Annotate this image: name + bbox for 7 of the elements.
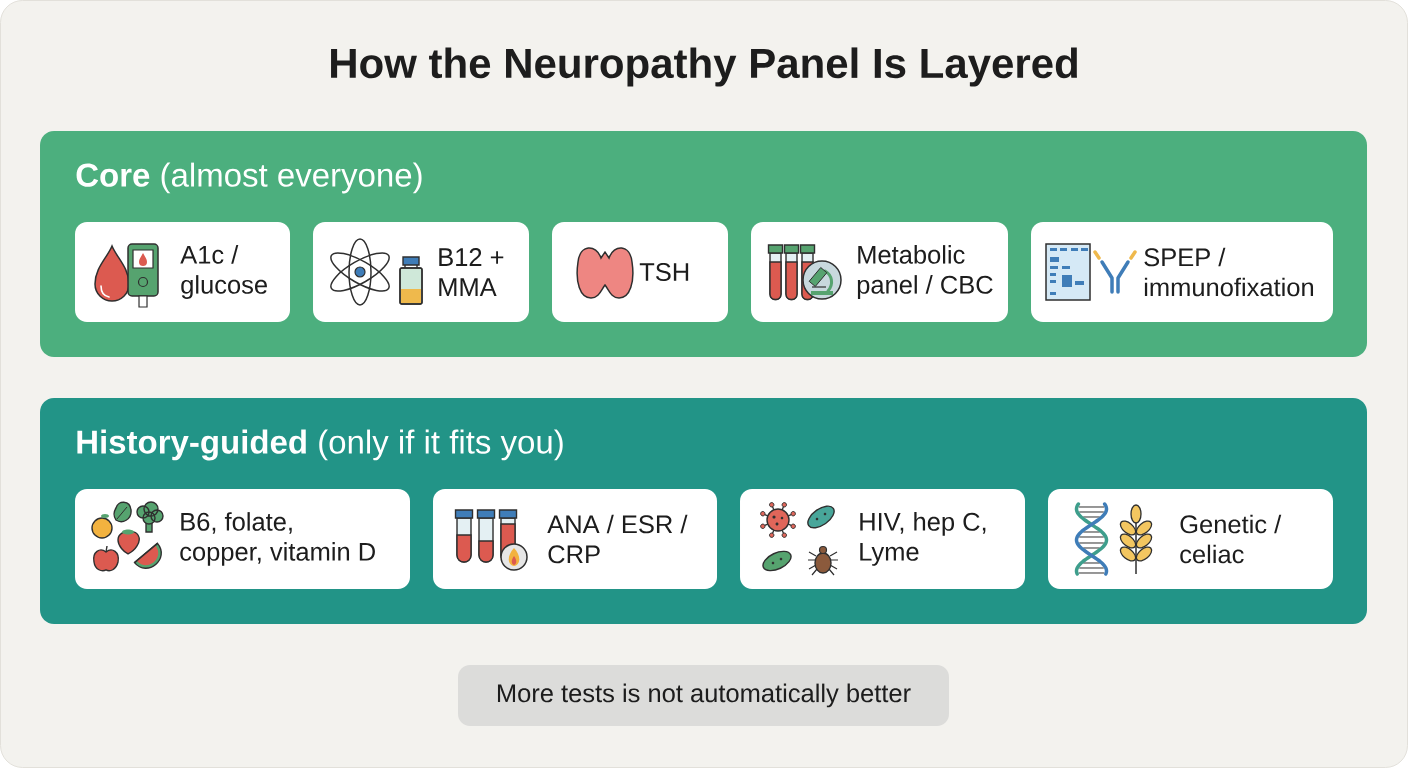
test-card: SPEP / immunofixation bbox=[1031, 222, 1333, 322]
note-banner: More tests is not automatically better bbox=[458, 665, 949, 726]
test-card: B12 + MMA bbox=[313, 222, 529, 322]
test-card: B6, folate, copper, vitamin D bbox=[75, 489, 410, 589]
title: How the Neuropathy Panel Is Layered bbox=[331, 47, 1077, 87]
test-card: HIV, hep C, Lyme bbox=[740, 489, 1025, 589]
test-card: Genetic / celiac bbox=[1048, 489, 1333, 589]
